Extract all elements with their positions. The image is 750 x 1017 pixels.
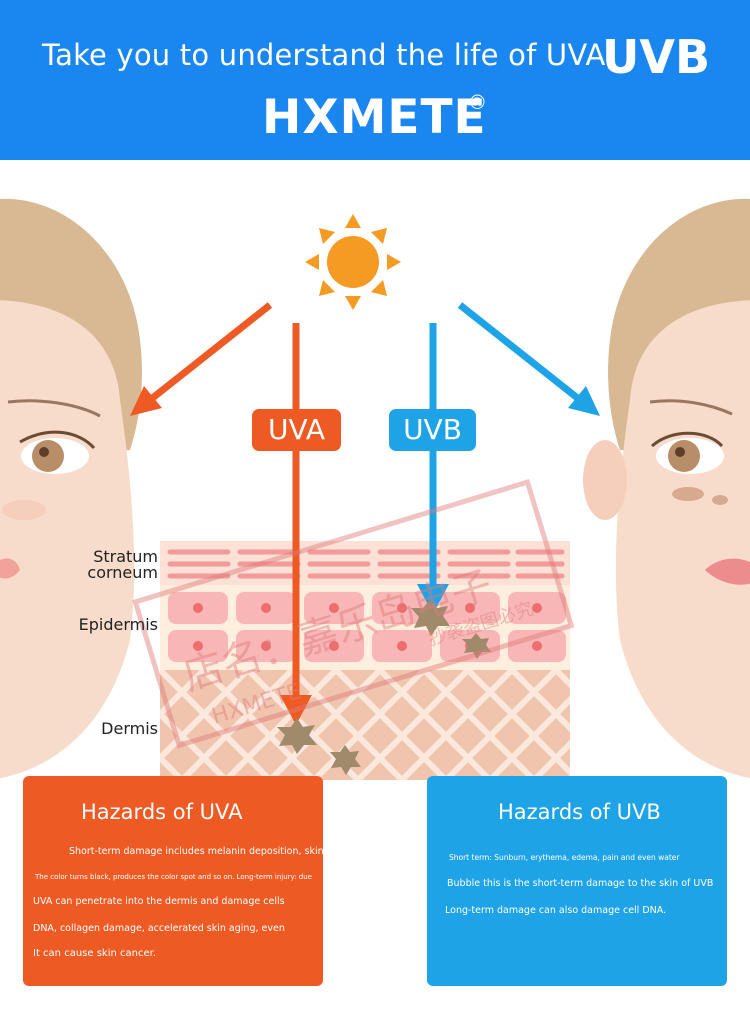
- header-banner: Take you to understand the life of UVA, …: [0, 0, 750, 160]
- uva-tag: UVA: [252, 409, 341, 451]
- header-title: Take you to understand the life of UVA,: [42, 38, 615, 72]
- sun-icon: [305, 214, 401, 310]
- label-stratum-line1: Stratum: [93, 547, 158, 566]
- uvb-card-title: Hazards of UVB: [498, 800, 661, 824]
- uva-hazards-card: Hazards of UVA Short-term damage include…: [23, 776, 324, 986]
- left-face: [0, 198, 142, 779]
- uvb-hazards-card: Hazards of UVB Short term: Sunburn, eryt…: [427, 776, 727, 986]
- label-stratum: Stratum corneum: [60, 549, 158, 581]
- uva-line-1: Short-term damage includes melanin depos…: [69, 846, 324, 857]
- uvb-arrows: [417, 302, 600, 614]
- label-stratum-line2: corneum: [87, 563, 158, 582]
- brand-name: HXMETE: [262, 90, 487, 145]
- uvb-line-1: Short term: Sunburn, erythema, edema, pa…: [449, 853, 680, 862]
- skin-cross-section: [160, 541, 570, 780]
- label-dermis: Dermis: [101, 719, 158, 738]
- header-uvb: UVB: [602, 30, 711, 84]
- uva-line-3: UVA can penetrate into the dermis and da…: [33, 896, 285, 907]
- damage-spots: [277, 600, 491, 775]
- right-face: [583, 198, 750, 779]
- uva-card-title: Hazards of UVA: [81, 800, 243, 824]
- uva-arrows: [130, 302, 312, 725]
- registered-mark: ®: [470, 92, 485, 114]
- uvb-line-3: Long-term damage can also damage cell DN…: [445, 905, 667, 916]
- uva-line-2: The color turns black, produces the colo…: [35, 873, 312, 881]
- label-epidermis: Epidermis: [78, 615, 158, 634]
- uva-line-5: It can cause skin cancer.: [33, 948, 156, 959]
- uva-line-4: DNA, collagen damage, accelerated skin a…: [33, 923, 285, 934]
- skin-illustration: 店名：嘉乐岛电子 HXMETE 抄袭盗图必究: [0, 198, 750, 780]
- uvb-line-2: Bubble this is the short-term damage to …: [447, 878, 714, 889]
- uvb-tag: UVB: [389, 409, 476, 451]
